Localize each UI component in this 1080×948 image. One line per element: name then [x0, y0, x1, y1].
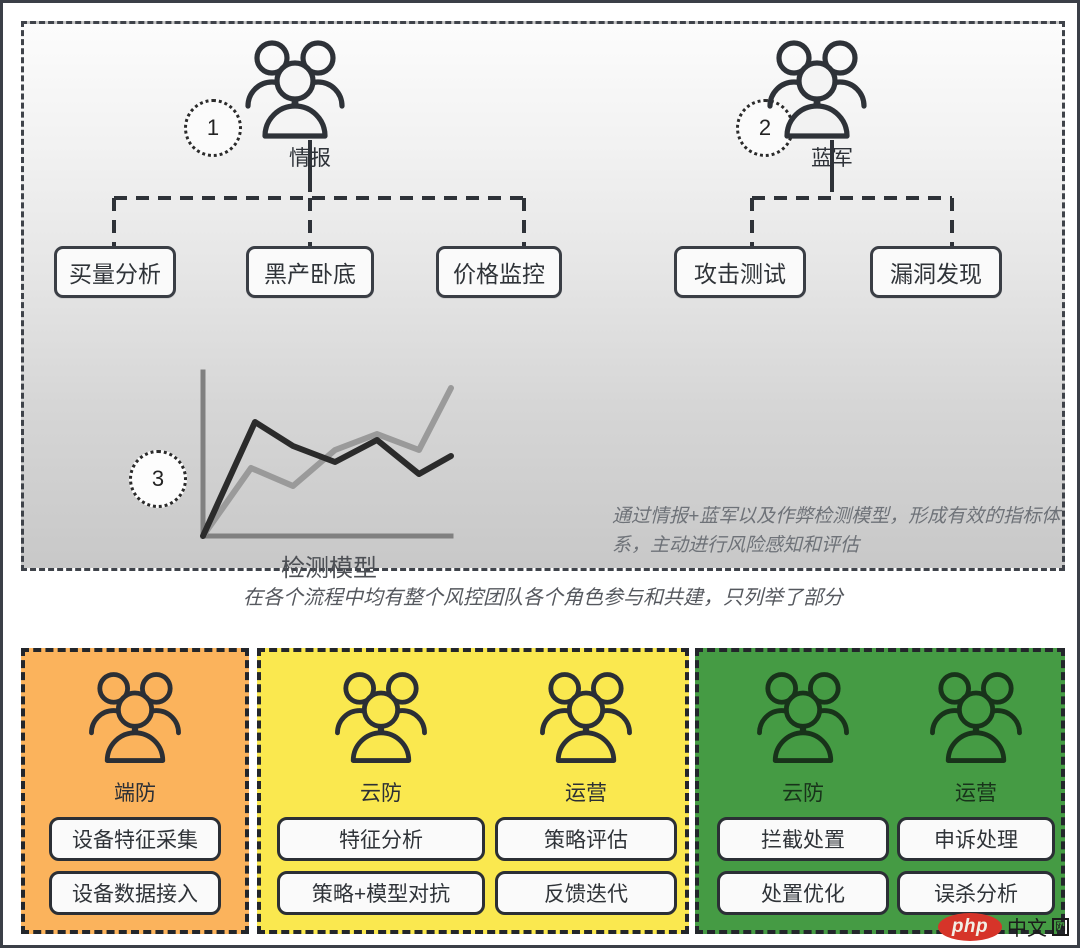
- watermark-php-logo: php: [938, 912, 1002, 941]
- role-column-yunying-yellow: 运营 策略评估 反馈迭代: [495, 668, 677, 915]
- role-column-yunfang-green: 云防 拦截处置 处置优化: [717, 668, 889, 915]
- leaf-box-label: 价格监控: [453, 261, 545, 287]
- leaf-box-label: 攻击测试: [694, 261, 786, 287]
- task-chip-label: 处置优化: [761, 883, 845, 906]
- chart-series-gray: [200, 385, 454, 539]
- task-chip[interactable]: 设备数据接入: [49, 871, 221, 915]
- people-group-icon: [533, 672, 639, 772]
- role-label: 运营: [955, 782, 997, 805]
- detection-model-chart: [189, 364, 469, 574]
- stage-panel-device-defense: 端防 设备特征采集 设备数据接入: [21, 648, 249, 934]
- leaf-box-price-monitor[interactable]: 价格监控: [436, 246, 562, 298]
- panel-note-text: 通过情报+蓝军以及作弊检测模型，形成有效的指标体系，主动进行风险感知和评估: [612, 506, 1061, 557]
- task-chip-label: 策略+模型对抗: [311, 883, 451, 906]
- task-chip[interactable]: 误杀分析: [897, 871, 1055, 915]
- task-chip[interactable]: 反馈迭代: [495, 871, 677, 915]
- role-label: 云防: [360, 782, 402, 805]
- step-marker-1-label: 1: [206, 115, 220, 140]
- task-chip[interactable]: 特征分析: [277, 817, 485, 861]
- chart-axes: [200, 369, 454, 539]
- watermark: php 中文 网: [938, 912, 1069, 941]
- task-chip[interactable]: 处置优化: [717, 871, 889, 915]
- branch-stem: [308, 140, 312, 192]
- stage-panel-cloud-ops-green: 云防 拦截处置 处置优化 运营 申诉处理: [695, 648, 1065, 934]
- role-label: 运营: [565, 782, 607, 805]
- diagram-footnote: 在各个流程中均有整个风控团队各个角色参与和共建，只列举了部分: [243, 587, 843, 609]
- people-group-icon: [328, 672, 434, 772]
- role-label: 端防: [114, 782, 156, 805]
- watermark-text: 中文: [1007, 918, 1047, 940]
- people-group-icon: [762, 36, 902, 144]
- people-group-icon: [750, 672, 856, 772]
- step-marker-1: 1: [184, 99, 242, 157]
- branch-stem: [830, 140, 834, 192]
- step-marker-3-label: 3: [151, 466, 165, 491]
- role-column-yunying-green: 运营 申诉处理 误杀分析: [897, 668, 1055, 915]
- risk-perception-panel: 1 2 3 情报: [21, 21, 1065, 582]
- branch-node-intelligence: 情报: [240, 36, 380, 192]
- task-chip-label: 设备特征采集: [72, 829, 198, 852]
- branch-node-blue-team: 蓝军: [762, 36, 902, 192]
- chart-series-dark: [200, 419, 454, 539]
- task-chip[interactable]: 申诉处理: [897, 817, 1055, 861]
- task-chip-label: 设备数据接入: [72, 883, 198, 906]
- task-chip-label: 申诉处理: [934, 829, 1018, 852]
- people-group-icon: [82, 672, 188, 772]
- leaf-box-buy-analysis[interactable]: 买量分析: [54, 246, 176, 298]
- watermark-suffix: 网: [1052, 917, 1069, 936]
- leaf-box-label: 漏洞发现: [890, 261, 982, 287]
- task-chip-label: 误杀分析: [934, 883, 1018, 906]
- step-marker-2: 2: [736, 99, 794, 157]
- leaf-box-label: 黑产卧底: [264, 261, 356, 287]
- leaf-box-attack-test[interactable]: 攻击测试: [674, 246, 806, 298]
- leaf-box-vuln-discovery[interactable]: 漏洞发现: [870, 246, 1002, 298]
- step-marker-3: 3: [129, 450, 187, 508]
- task-chip[interactable]: 策略+模型对抗: [277, 871, 485, 915]
- task-chip-label: 特征分析: [339, 829, 423, 852]
- step-marker-2-label: 2: [758, 115, 772, 140]
- role-label: 云防: [782, 782, 824, 805]
- branch-label-intelligence: 情报: [289, 147, 331, 170]
- task-chip-label: 策略评估: [544, 829, 628, 852]
- branch-label-blue-team: 蓝军: [811, 147, 853, 170]
- detection-model-caption: 检测模型: [281, 555, 377, 582]
- leaf-box-undercover[interactable]: 黑产卧底: [246, 246, 374, 298]
- task-chip-label: 反馈迭代: [544, 883, 628, 906]
- people-group-icon: [923, 672, 1029, 772]
- role-column-duanfang: 端防 设备特征采集 设备数据接入: [49, 668, 221, 915]
- connector-blue-team: [750, 196, 954, 254]
- chart-svg: [200, 369, 454, 539]
- leaf-box-label: 买量分析: [69, 261, 161, 287]
- task-chip[interactable]: 设备特征采集: [49, 817, 221, 861]
- people-group-icon: [240, 36, 380, 144]
- role-column-yunfang-yellow: 云防 特征分析 策略+模型对抗: [277, 668, 485, 915]
- task-chip[interactable]: 策略评估: [495, 817, 677, 861]
- task-chip[interactable]: 拦截处置: [717, 817, 889, 861]
- connector-intelligence: [112, 196, 526, 254]
- stage-panel-cloud-ops-yellow: 云防 特征分析 策略+模型对抗 运营 策略评估: [257, 648, 689, 934]
- task-chip-label: 拦截处置: [761, 829, 845, 852]
